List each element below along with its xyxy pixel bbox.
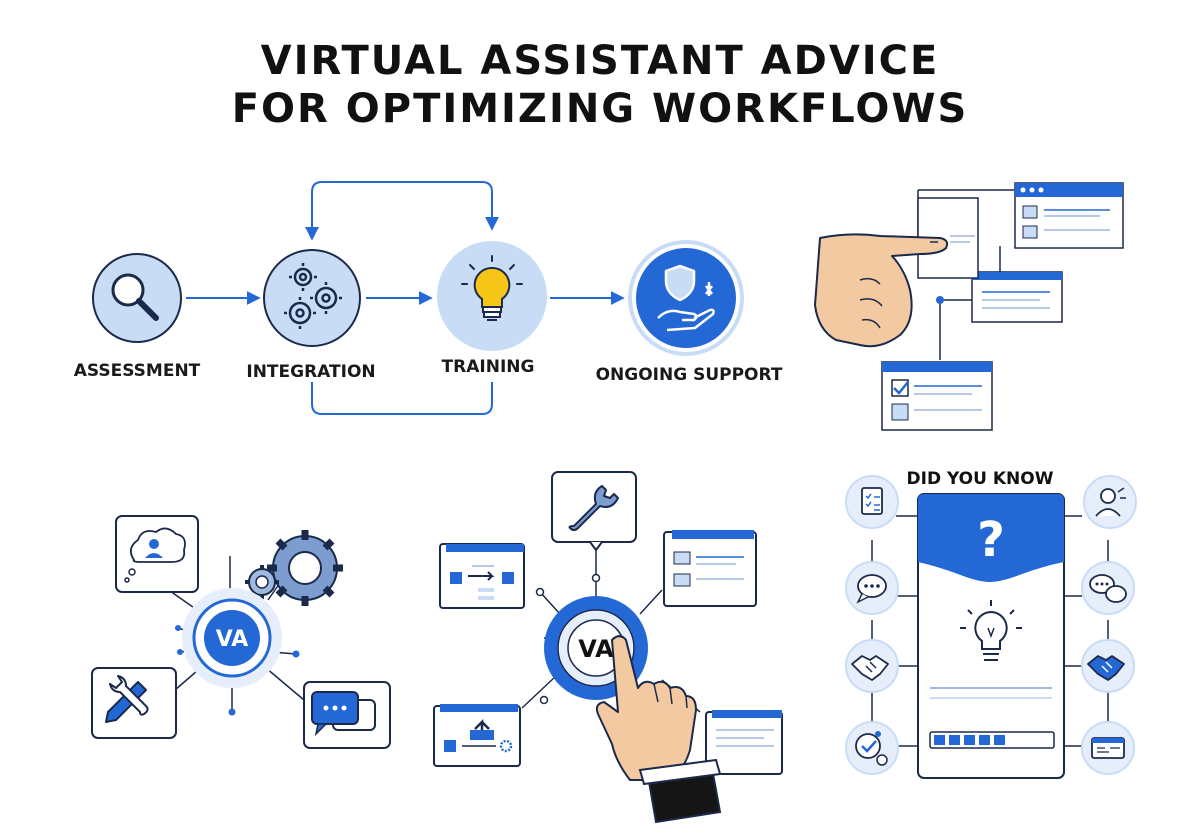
page-title-line-2: FOR OPTIMIZING WORKFLOWS — [231, 86, 969, 132]
step-training-node — [437, 241, 547, 351]
page-title-line-1: VIRTUAL ASSISTANT ADVICE — [260, 38, 940, 84]
step-label-integration: INTEGRATION — [246, 362, 376, 382]
step-integration-node — [263, 249, 361, 347]
chat-icon-node-left — [845, 561, 899, 615]
lightbulb-icon — [960, 600, 1022, 661]
did-you-know-label: DID YOU KNOW — [906, 469, 1054, 489]
workflow-card-top-left — [439, 543, 525, 609]
step-label-training: TRAINING — [441, 357, 535, 377]
step-label-ongoing-support: ONGOING SUPPORT — [595, 365, 783, 385]
document-icon-node — [1081, 721, 1135, 775]
shield-hand-icon — [657, 264, 715, 332]
tools-card — [91, 667, 177, 739]
pointing-hand-icon — [814, 233, 949, 348]
did-you-know-panel: ? — [845, 475, 1137, 779]
verified-icon-node — [845, 721, 899, 775]
loop-line-bottom — [311, 382, 493, 415]
question-mark: ? — [977, 512, 1005, 568]
chat-dots-icon — [323, 705, 347, 711]
left-va-label: VA — [216, 627, 249, 652]
chat-card — [303, 681, 391, 749]
workflow-diagram — [92, 181, 744, 415]
user-icon-node — [1083, 475, 1137, 529]
list-card-bottom-right — [705, 710, 783, 775]
upload-card-bottom-left — [433, 704, 521, 767]
document-window-middle — [971, 271, 1063, 323]
checklist-icon-node — [845, 475, 899, 529]
idea-bubble-card — [115, 515, 199, 593]
center-va-hub: VA — [433, 471, 783, 824]
center-va-label: VA — [578, 635, 614, 663]
chat-icon-node-right — [1081, 561, 1135, 615]
list-card-top-right — [663, 530, 757, 607]
left-va-hub: VA — [91, 515, 391, 749]
loop-arrow-top — [311, 181, 499, 238]
document-window-bottom — [881, 361, 993, 431]
gears-icon — [245, 530, 343, 606]
lightbulb-icon — [461, 255, 523, 321]
wrench-card — [551, 471, 637, 552]
handshake-icon-node-right — [1081, 639, 1135, 693]
step-support-node — [628, 240, 744, 356]
documents-illustration — [814, 182, 1124, 431]
small-gear-icon — [499, 739, 513, 753]
progress-bar — [929, 731, 1055, 749]
gears-icon — [284, 263, 342, 329]
document-window-top — [1014, 182, 1124, 249]
handshake-icon-node-left — [845, 639, 899, 693]
wrench-pencil-icon — [105, 675, 149, 723]
pointing-hand-icon — [595, 635, 722, 824]
magnifier-icon — [111, 273, 159, 321]
step-assessment-node — [92, 253, 182, 343]
wrench-icon — [568, 485, 619, 531]
step-label-assessment: ASSESSMENT — [73, 361, 201, 381]
user-icon — [145, 539, 163, 558]
